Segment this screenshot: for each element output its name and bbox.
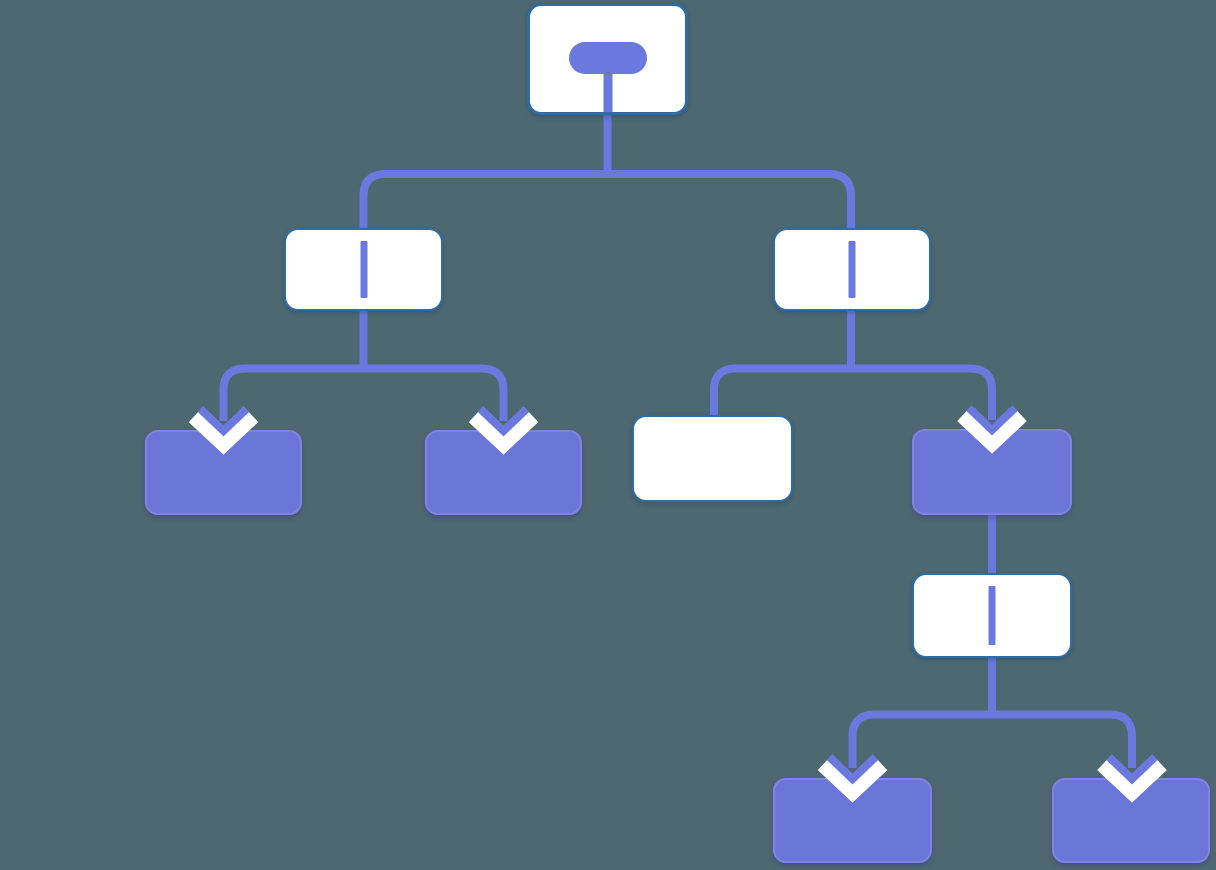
split-divider-glyph — [988, 585, 996, 646]
node-split-right[interactable] — [773, 228, 931, 311]
edge-junction-2-bar — [219, 364, 508, 421]
node-split-bottom[interactable] — [912, 573, 1072, 658]
node-split-left[interactable] — [284, 228, 443, 311]
split-divider-glyph — [848, 240, 856, 299]
chevron-tip — [477, 406, 530, 437]
edge-junction-3-bar — [710, 364, 996, 420]
node-root[interactable] — [527, 3, 688, 115]
start-pill-glyph — [568, 42, 647, 74]
node-action-5[interactable] — [1052, 778, 1210, 863]
chevron-tip — [826, 754, 879, 785]
start-stem-glyph — [603, 72, 612, 112]
chevron-tip — [197, 406, 250, 437]
node-action-4[interactable] — [773, 778, 932, 863]
node-action-1[interactable] — [145, 430, 302, 515]
node-blank-1[interactable] — [632, 415, 793, 502]
node-action-3[interactable] — [912, 429, 1072, 515]
chevron-tip — [966, 405, 1018, 436]
edge-junction-1-bar — [359, 170, 855, 229]
chevron-tip — [1106, 754, 1158, 785]
split-divider-glyph — [360, 240, 367, 299]
node-action-2[interactable] — [425, 430, 582, 515]
edge-junction-4-bar — [848, 710, 1136, 768]
